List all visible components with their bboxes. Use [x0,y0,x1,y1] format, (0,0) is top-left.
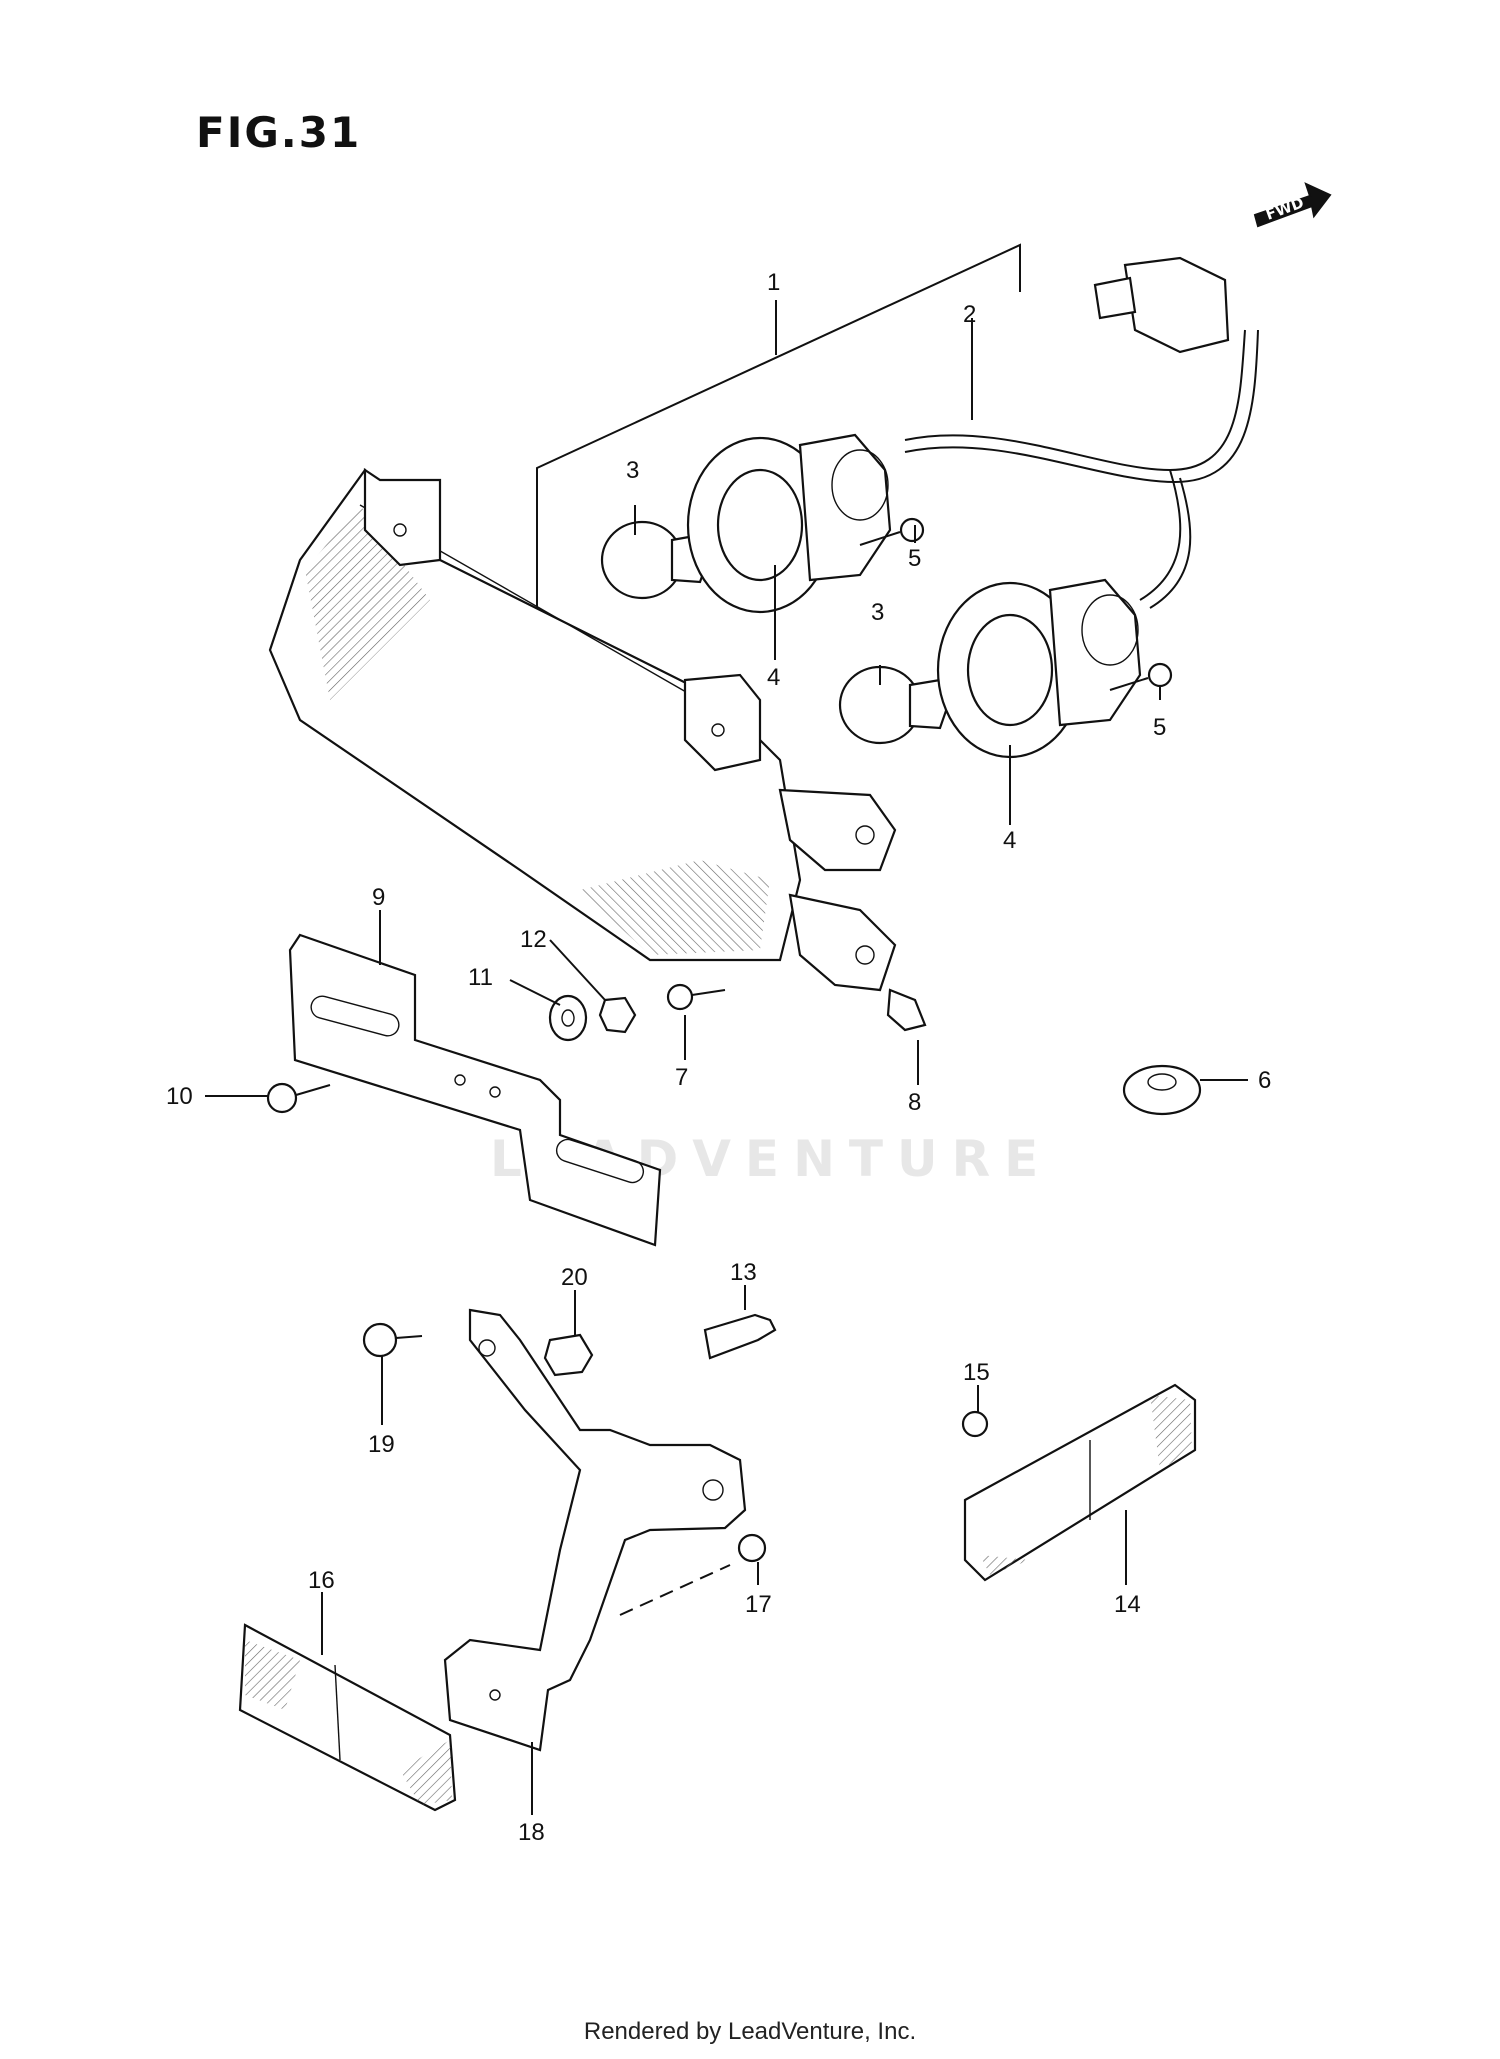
callout-17: 17 [745,1591,772,1618]
callout-14: 14 [1114,1591,1141,1618]
wiring-harness [904,256,1259,609]
figure-title: FIG.31 [196,108,362,157]
callout-6: 6 [1258,1067,1271,1094]
washer-icon [548,994,588,1042]
nut-icon [737,1533,767,1563]
bulb-icon [838,665,950,745]
callout-4: 4 [767,664,780,691]
callout-13: 13 [730,1259,757,1286]
fwd-arrow-icon: FWD [1253,182,1332,228]
callout-5: 5 [1153,714,1166,741]
bulb-socket-icon [686,433,892,614]
callout-5: 5 [908,545,921,572]
screw-icon [362,1322,423,1358]
assembly-bracket [536,243,1021,610]
grommet-icon [1122,1064,1202,1116]
callout-4: 4 [1003,827,1016,854]
callout-12: 12 [520,926,547,953]
bulb-socket-icon [936,578,1142,759]
reflector-bracket [443,1308,747,1752]
license-bracket [288,933,662,1247]
nut-icon [598,996,637,1034]
callout-3: 3 [626,457,639,484]
nut-icon [543,1333,594,1377]
reflector-right [963,1383,1197,1582]
reflector-left [238,1623,457,1812]
callout-1: 1 [767,269,780,296]
callout-18: 18 [518,1819,545,1846]
callout-15: 15 [963,1359,990,1386]
footer-credit: Rendered by LeadVenture, Inc. [583,2018,917,2045]
callout-19: 19 [368,1431,395,1458]
bolt-icon [266,1082,331,1114]
fwd-label: FWD [1263,193,1306,223]
taillight-lens [268,467,897,992]
callout-8: 8 [908,1089,921,1116]
screw-icon [666,983,726,1011]
callout-labels: 1 2 3 3 4 4 5 5 6 7 8 9 10 11 12 13 14 1… [166,269,1271,1846]
callout-3: 3 [871,599,884,626]
leader-lines [205,318,1248,1815]
callout-7: 7 [675,1064,688,1091]
callout-10: 10 [166,1083,193,1110]
callout-20: 20 [561,1264,588,1291]
small-bulb-icon [703,1313,777,1360]
callout-11: 11 [468,964,493,991]
screw-icon [859,517,925,546]
clip-nut-icon [886,988,927,1032]
nut-icon [961,1410,989,1438]
callout-16: 16 [308,1567,335,1594]
callout-9: 9 [372,884,385,911]
callout-2: 2 [963,301,976,328]
